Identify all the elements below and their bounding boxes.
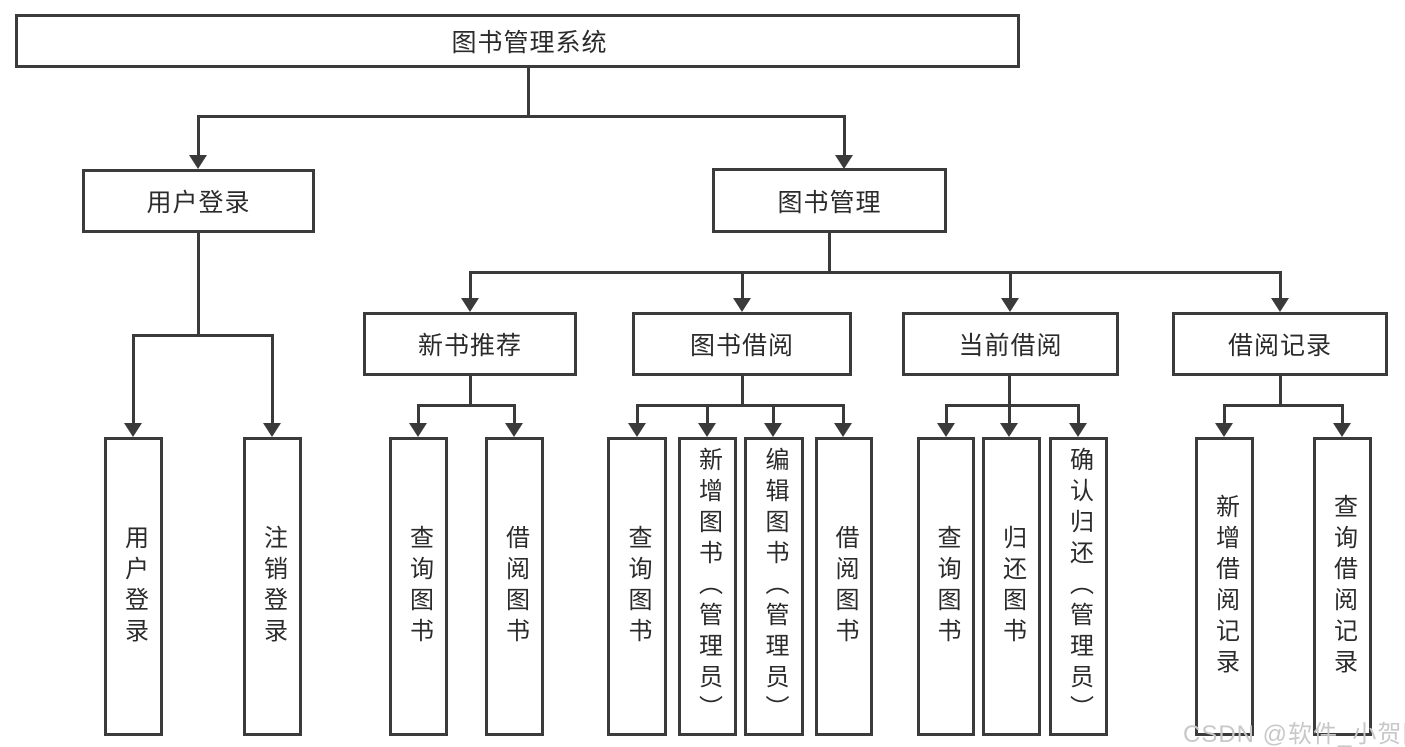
node-label: 借阅图书 bbox=[501, 524, 529, 649]
arrow-down-icon bbox=[263, 423, 281, 437]
node-borrow-books-recommend: 借阅图书 bbox=[485, 437, 544, 736]
edge-root-branch bbox=[198, 115, 846, 118]
node-query-borrow-record: 查询借阅记录 bbox=[1313, 437, 1372, 736]
arrow-down-icon bbox=[124, 423, 142, 437]
arrow-down-icon bbox=[1333, 423, 1351, 437]
edge-stem bbox=[1279, 271, 1282, 299]
arrow-down-icon bbox=[409, 423, 427, 437]
edge-current-stub bbox=[1008, 376, 1011, 406]
edge-stem bbox=[706, 404, 709, 424]
node-label: 确认归还（管理员） bbox=[1065, 447, 1093, 726]
node-edit-books-admin: 编辑图书（管理员） bbox=[744, 437, 804, 736]
node-label: 查询借阅记录 bbox=[1329, 493, 1357, 680]
arrow-down-icon bbox=[189, 155, 207, 169]
node-label: 图书管理系统 bbox=[451, 29, 608, 57]
arrow-down-icon bbox=[1271, 298, 1289, 312]
edge-stem bbox=[271, 334, 274, 424]
arrow-down-icon bbox=[764, 423, 782, 437]
edge-stem bbox=[1008, 404, 1011, 424]
node-user-login-leaf: 用户登录 bbox=[104, 437, 163, 736]
watermark: CSDN @软件_小贺同学 bbox=[1183, 721, 1405, 747]
edge-records-branch bbox=[1223, 404, 1344, 407]
edge-mgmt-branch bbox=[469, 271, 1281, 274]
edge-records-stub bbox=[1279, 376, 1282, 407]
node-logout: 注销登录 bbox=[243, 437, 302, 736]
edge-stem bbox=[513, 404, 516, 424]
node-book-borrowing: 图书借阅 bbox=[632, 312, 852, 376]
edge-stem bbox=[1009, 271, 1012, 299]
edge-user-login-stem bbox=[197, 115, 200, 156]
node-query-books-borrowing: 查询图书 bbox=[607, 437, 667, 736]
node-label: 用户登录 bbox=[120, 524, 148, 649]
arrow-down-icon bbox=[834, 423, 852, 437]
node-new-book-recommendation: 新书推荐 bbox=[363, 312, 577, 376]
edge-stem bbox=[132, 334, 135, 424]
edge-stem bbox=[741, 271, 744, 299]
edge-recommend-branch bbox=[417, 404, 516, 407]
node-user-login: 用户登录 bbox=[82, 169, 315, 233]
edge-stem bbox=[636, 404, 639, 424]
node-borrow-books-borrowing: 借阅图书 bbox=[815, 437, 873, 736]
node-label: 查询图书 bbox=[624, 524, 651, 649]
node-label: 注销登录 bbox=[259, 524, 287, 649]
arrow-down-icon bbox=[505, 423, 523, 437]
edge-stem bbox=[417, 404, 420, 424]
edge-stem bbox=[945, 404, 948, 424]
node-label: 归还图书 bbox=[998, 524, 1026, 649]
node-current-borrowing: 当前借阅 bbox=[902, 312, 1119, 376]
node-book-management: 图书管理 bbox=[712, 168, 947, 233]
edge-root-stub bbox=[527, 67, 530, 117]
arrow-down-icon bbox=[1000, 423, 1018, 437]
edge-stem bbox=[772, 404, 775, 424]
arrow-down-icon bbox=[1069, 423, 1087, 437]
arrow-down-icon bbox=[733, 298, 751, 312]
edge-mgmt-stub bbox=[828, 233, 831, 274]
node-label: 查询图书 bbox=[405, 524, 433, 649]
node-borrowing-records: 借阅记录 bbox=[1172, 312, 1388, 376]
node-query-books-recommend: 查询图书 bbox=[389, 437, 448, 736]
edge-stem bbox=[469, 271, 472, 299]
node-add-books-admin: 新增图书（管理员） bbox=[678, 437, 737, 736]
node-label: 新书推荐 bbox=[417, 332, 522, 360]
arrow-down-icon bbox=[1215, 423, 1233, 437]
arrow-down-icon bbox=[698, 423, 716, 437]
edge-login-branch bbox=[132, 334, 274, 337]
edge-borrowing-branch bbox=[636, 404, 845, 407]
edge-stem bbox=[1077, 404, 1080, 424]
node-label: 图书借阅 bbox=[689, 332, 794, 360]
node-query-books-current: 查询图书 bbox=[917, 437, 975, 736]
arrow-down-icon bbox=[835, 155, 853, 169]
node-label: 编辑图书（管理员） bbox=[761, 447, 788, 726]
edge-current-branch bbox=[945, 404, 1079, 407]
edge-stem bbox=[1223, 404, 1226, 424]
node-label: 新增图书（管理员） bbox=[694, 447, 722, 726]
arrow-down-icon bbox=[1001, 298, 1019, 312]
arrow-down-icon bbox=[461, 298, 479, 312]
node-label: 借阅记录 bbox=[1227, 332, 1332, 360]
edge-recommend-stub bbox=[469, 376, 472, 406]
arrow-down-icon bbox=[937, 423, 955, 437]
node-confirm-return-admin: 确认归还（管理员） bbox=[1049, 437, 1108, 736]
node-label: 当前借阅 bbox=[958, 332, 1063, 360]
edge-login-stub bbox=[197, 233, 200, 336]
edge-borrowing-stub bbox=[741, 376, 744, 406]
edge-stem bbox=[842, 404, 845, 424]
node-library-management-system: 图书管理系统 bbox=[15, 14, 1020, 68]
node-label: 用户登录 bbox=[146, 189, 251, 217]
node-return-books: 归还图书 bbox=[982, 437, 1041, 736]
node-label: 借阅图书 bbox=[831, 524, 858, 649]
node-label: 新增借阅记录 bbox=[1211, 493, 1239, 680]
node-add-borrow-record: 新增借阅记录 bbox=[1195, 437, 1254, 736]
node-label: 查询图书 bbox=[933, 524, 960, 649]
edge-book-mgmt-stem bbox=[843, 115, 846, 156]
edge-stem bbox=[1341, 404, 1344, 424]
arrow-down-icon bbox=[628, 423, 646, 437]
node-label: 图书管理 bbox=[777, 188, 882, 217]
